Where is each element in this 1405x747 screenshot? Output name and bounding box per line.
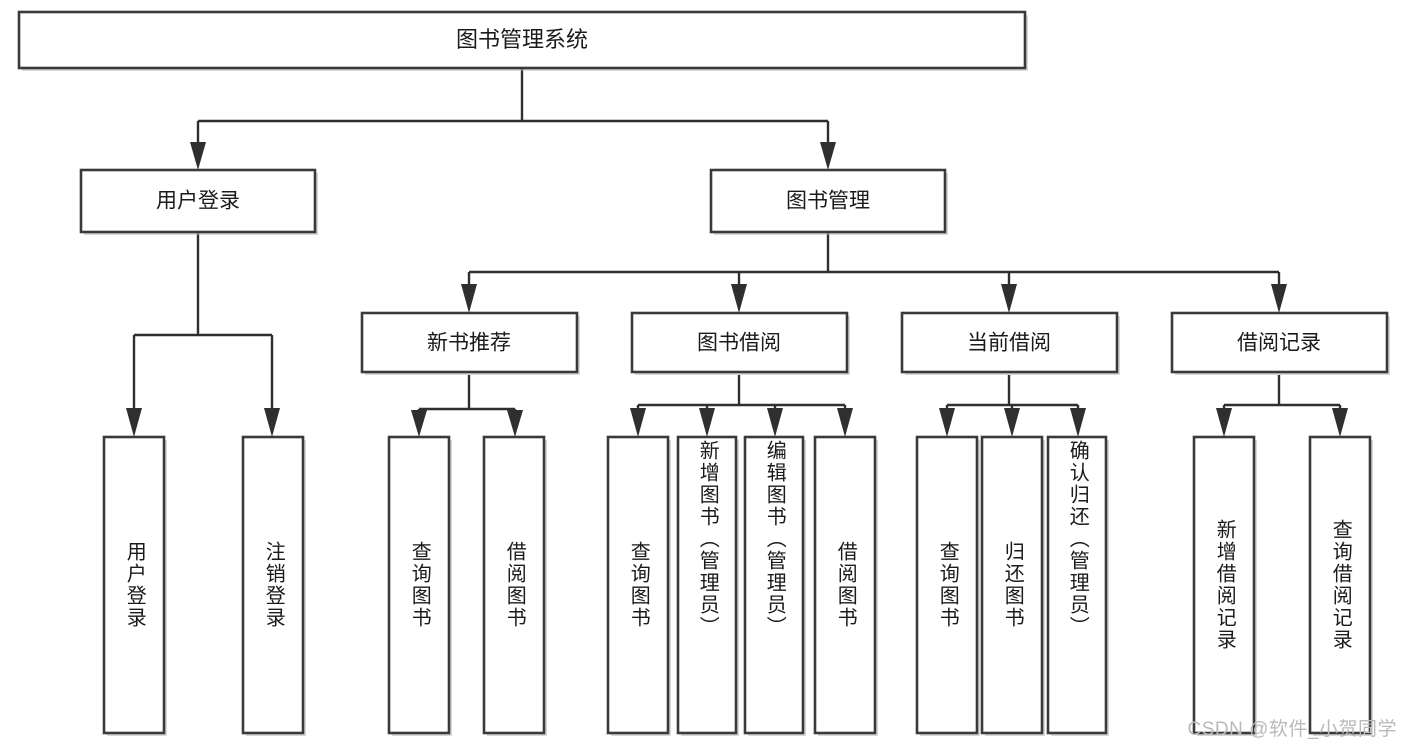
node-borrow-records-box[interactable] <box>1170 311 1389 374</box>
arrow-head-records-l1 <box>1216 408 1232 437</box>
arrow-head-books-c1 <box>461 284 477 313</box>
arrow-head-borrow-l3 <box>767 408 783 437</box>
leaf-rect-12[interactable] <box>1308 435 1372 735</box>
leaf-box-query-book-current[interactable] <box>915 435 980 736</box>
arrow-head-login <box>190 142 206 170</box>
leaf-rect-2[interactable] <box>387 435 451 735</box>
leaf-rect-3[interactable] <box>482 435 546 735</box>
leaf-rect-11[interactable] <box>1192 435 1256 735</box>
arrow-head-login-leaf2 <box>264 408 280 437</box>
connector-group-borrow <box>630 375 853 437</box>
node-root[interactable]: 图书管理系统 <box>17 10 1028 71</box>
leaf-box-borrow-book-recommend[interactable] <box>482 435 547 736</box>
leaf-rect-9[interactable] <box>980 435 1044 735</box>
leaf-box-logout[interactable] <box>241 435 306 736</box>
leaf-rect-0[interactable] <box>102 435 166 735</box>
leaf-rect-5[interactable] <box>676 435 738 735</box>
leaf-rect-8[interactable] <box>915 435 979 735</box>
node-user-login-box[interactable] <box>79 168 317 234</box>
arrow-head-books <box>820 142 836 170</box>
watermark-text: CSDN @软件_小贺同学 <box>1187 719 1397 740</box>
leaf-box-query-borrow-record[interactable] <box>1308 435 1373 736</box>
node-book-borrow-label: 图书借阅 <box>697 332 781 355</box>
arrow-head-current-l2 <box>1004 408 1020 437</box>
node-root-label: 图书管理系统 <box>456 27 588 52</box>
arrow-head-current-l3 <box>1070 408 1086 437</box>
arrow-head-login-leaf1 <box>126 408 142 437</box>
node-current-borrow-box[interactable] <box>900 311 1119 374</box>
node-book-management[interactable]: 图书管理 <box>709 168 948 235</box>
node-new-book-recommend-box[interactable] <box>360 311 579 374</box>
connector-group-newbooks <box>411 375 523 437</box>
leaf-rect-4[interactable] <box>606 435 670 735</box>
node-book-management-label: 图书管理 <box>786 190 870 213</box>
node-new-book-recommend[interactable]: 新书推荐 <box>360 311 580 375</box>
connector-group-books <box>461 232 1287 313</box>
node-borrow-records[interactable]: 借阅记录 <box>1170 311 1390 375</box>
arrow-head-borrow-l1 <box>630 408 646 437</box>
connector-group-root <box>190 68 836 170</box>
node-current-borrow-label: 当前借阅 <box>967 332 1051 355</box>
arrow-head-borrow-l2 <box>699 408 715 437</box>
node-borrow-records-label: 借阅记录 <box>1237 332 1321 355</box>
leaf-box-return-book[interactable] <box>980 435 1045 736</box>
arrow-head-books-c3 <box>1001 284 1017 313</box>
node-user-login-label: 用户登录 <box>156 190 240 213</box>
node-book-management-box[interactable] <box>709 168 947 234</box>
connector-group-login <box>126 232 280 437</box>
arrow-head-newbooks-l2 <box>507 410 523 437</box>
leaf-rect-10[interactable] <box>1046 435 1108 735</box>
node-new-book-recommend-label: 新书推荐 <box>427 332 511 355</box>
connector-group-current <box>939 375 1086 437</box>
arrow-head-borrow-l4 <box>837 408 853 437</box>
leaf-rect-1[interactable] <box>241 435 305 735</box>
leaf-box-edit-book-admin[interactable] <box>743 435 806 736</box>
leaf-box-add-book-admin[interactable] <box>676 435 739 736</box>
leaf-rect-6[interactable] <box>743 435 805 735</box>
node-root-box[interactable] <box>17 10 1027 70</box>
node-current-borrow[interactable]: 当前借阅 <box>900 311 1120 375</box>
arrow-head-current-l1 <box>939 408 955 437</box>
leaf-box-query-book-borrow[interactable] <box>606 435 671 736</box>
arrow-head-records-l2 <box>1332 408 1348 437</box>
arrow-head-books-c2 <box>731 284 747 313</box>
leaf-box-confirm-return-admin[interactable] <box>1046 435 1109 736</box>
node-book-borrow[interactable]: 图书借阅 <box>630 311 850 375</box>
leaf-rect-7[interactable] <box>813 435 877 735</box>
connector-group-records <box>1216 375 1348 437</box>
leaf-box-borrow-book[interactable] <box>813 435 878 736</box>
leaf-box-user-login[interactable] <box>102 435 167 736</box>
arrow-head-newbooks-l1 <box>411 410 427 437</box>
arrow-head-books-c4 <box>1271 284 1287 313</box>
leaf-box-query-book-recommend[interactable] <box>387 435 452 736</box>
leaf-box-add-borrow-record[interactable] <box>1192 435 1257 736</box>
node-book-borrow-box[interactable] <box>630 311 849 374</box>
node-user-login[interactable]: 用户登录 <box>79 168 318 235</box>
